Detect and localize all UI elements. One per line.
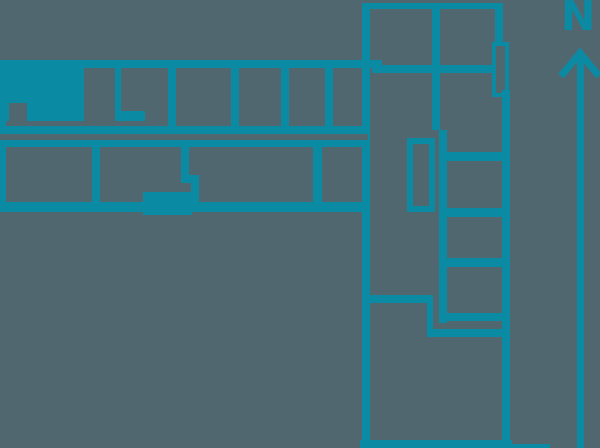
wing-internal-wall: [439, 130, 447, 323]
wing-top-divider: [432, 9, 440, 130]
stairwell-outline: [407, 138, 435, 212]
wing-right-wall-lower: [502, 90, 510, 448]
top-wall-main: [0, 60, 382, 68]
notch-vertical: [427, 303, 433, 337]
z-divider-jog: [181, 175, 199, 183]
row1-divider-a: [115, 68, 121, 121]
row2-divider-a: [92, 147, 100, 202]
wing-rung-1: [447, 152, 502, 161]
upper-cross-band: [445, 313, 503, 321]
bottom-wall: [360, 440, 512, 448]
z-divider-top: [181, 134, 189, 183]
lower-cross-band: [427, 329, 503, 337]
corridor-gap: [0, 134, 368, 140]
wing-top-wall: [368, 3, 502, 9]
row2-divider-b: [313, 147, 322, 202]
wing-rung-3: [447, 258, 502, 267]
bottom-edge-sliver: [512, 444, 550, 448]
row1-divider-b: [168, 68, 176, 126]
row1-divider-a-foot: [121, 111, 145, 121]
wing-left-wall: [362, 3, 370, 444]
north-arrow-shaft: [577, 52, 584, 448]
left-column-bottom-wall: [362, 295, 433, 303]
row1-divider-e: [325, 68, 333, 126]
door-bump-outline: [492, 42, 509, 97]
corridor-upper-wall: [0, 126, 368, 134]
z-divider-bottom: [191, 175, 199, 202]
row2-step: [143, 192, 192, 215]
wing-rung-2: [447, 208, 502, 217]
north-arrowhead-icon: [558, 47, 600, 79]
wing-right-wall-upper: [495, 3, 503, 43]
row1-divider-d: [281, 68, 289, 126]
row1-divider-c: [231, 68, 239, 126]
north-label: N: [561, 0, 596, 40]
highlighted-room-notch: [9, 103, 27, 121]
